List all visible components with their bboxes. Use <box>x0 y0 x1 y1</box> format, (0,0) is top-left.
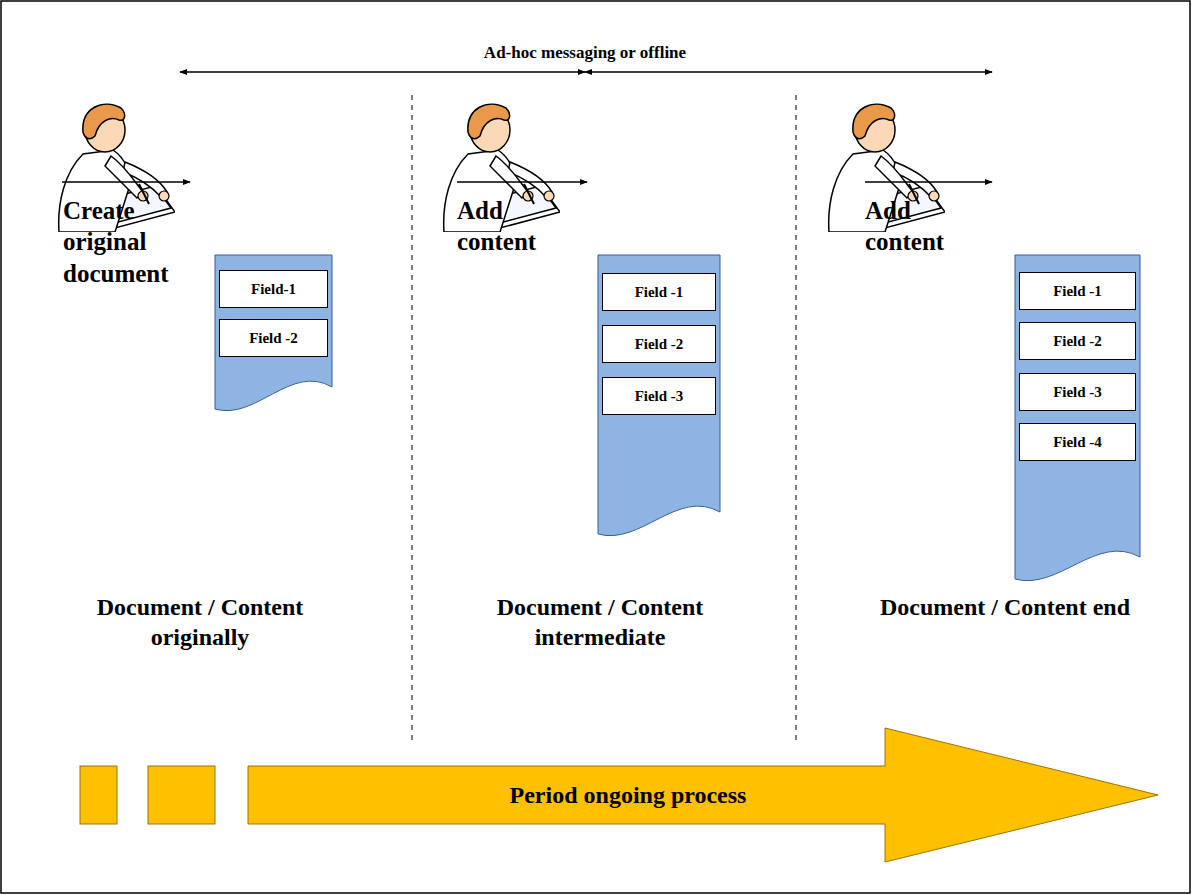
field-box: Field -2 <box>1019 322 1136 360</box>
process-block <box>80 766 215 824</box>
field-label: Field -2 <box>1053 333 1102 350</box>
field-label: Field -1 <box>635 284 684 301</box>
document-caption: Document / Content originally <box>65 592 335 652</box>
document-shape: Field -1 Field -2 Field -3 <box>598 255 720 540</box>
field-box: Field -3 <box>1019 373 1136 411</box>
timeline-arrow <box>180 72 992 73</box>
document-shape: Field-1Field -2 <box>215 255 332 415</box>
field-label: Field -3 <box>635 388 684 405</box>
divider-line <box>412 95 796 745</box>
field-box: Field-1 <box>219 270 328 308</box>
step-label: Add content <box>457 195 569 258</box>
annotation-label: Ad-hoc messaging or offline <box>385 42 785 63</box>
process-label: Period ongoing process <box>510 782 747 809</box>
field-label: Field-1 <box>251 281 296 298</box>
input-arrow <box>62 182 992 183</box>
field-label: Field -3 <box>1053 384 1102 401</box>
field-box: Field -4 <box>1019 423 1136 461</box>
process-arrow: Period ongoing process <box>248 728 1158 862</box>
field-box: Field -1 <box>602 273 716 311</box>
step-label: Create original document <box>63 195 195 289</box>
step-label: Add content <box>865 195 977 258</box>
document-shape: Field -1 Field -2 Field -3 Field -4 <box>1015 255 1140 585</box>
field-label: Field -4 <box>1053 434 1102 451</box>
field-label: Field -1 <box>1053 283 1102 300</box>
document-caption: Document / Content intermediate <box>450 592 750 652</box>
field-box: Field -1 <box>1019 272 1136 310</box>
field-box: Field -2 <box>219 319 328 357</box>
document-caption: Document / Content end <box>830 592 1180 622</box>
field-label: Field -2 <box>249 330 298 347</box>
field-box: Field -2 <box>602 325 716 363</box>
field-box: Field -3 <box>602 377 716 415</box>
field-label: Field -2 <box>635 336 684 353</box>
